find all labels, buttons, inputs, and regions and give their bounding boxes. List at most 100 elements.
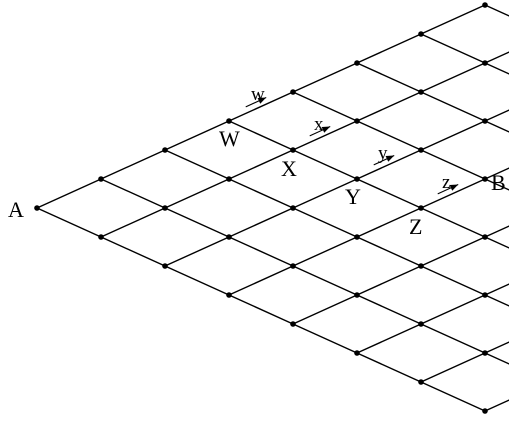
lattice-edge <box>292 91 358 122</box>
lattice-node <box>354 60 360 66</box>
lattice-node <box>226 234 232 240</box>
lattice-edge <box>228 120 294 151</box>
lattice-edge <box>420 91 486 122</box>
lattice-edge <box>292 149 358 180</box>
lattice-edge <box>420 62 486 93</box>
lattice-edge <box>356 120 422 151</box>
lattice-node <box>354 234 360 240</box>
lattice-edge <box>292 62 358 93</box>
lattice-edge <box>356 33 422 64</box>
lattice-edge <box>484 225 509 238</box>
lattice-node <box>482 118 488 124</box>
lattice-edge <box>292 294 358 325</box>
lattice-node <box>34 205 40 211</box>
label-W: W <box>219 126 240 151</box>
lattice-edge <box>484 178 509 191</box>
lattice-node <box>162 147 168 153</box>
lattice-edge <box>292 178 358 209</box>
lattice-node <box>290 205 296 211</box>
lattice-nodes <box>34 2 488 414</box>
lattice-edge <box>420 323 486 354</box>
lattice-edge <box>228 294 294 325</box>
lattice-node <box>226 176 232 182</box>
lattice-edge <box>484 236 509 249</box>
lattice-edge <box>420 265 486 296</box>
lattice-edge <box>356 352 422 383</box>
lattice-edge <box>420 236 486 267</box>
lattice-edge <box>484 283 509 296</box>
lattice-edge <box>228 149 294 180</box>
lattice-edge <box>484 62 509 75</box>
lattice-edge <box>356 207 422 238</box>
lattice-edge <box>292 207 358 238</box>
lattice-edge <box>484 294 509 307</box>
lattice-edge <box>36 178 102 209</box>
lattice-edge <box>100 236 166 267</box>
lattice-edge <box>164 149 230 180</box>
lattice-node <box>418 31 424 37</box>
lattice-node <box>226 118 232 124</box>
lattice-edge <box>420 178 486 209</box>
lattice-edge <box>420 4 486 35</box>
lattice-edge <box>484 399 509 412</box>
lattice-edge <box>356 323 422 354</box>
lattice-edge <box>484 109 509 122</box>
lattice-node <box>226 292 232 298</box>
lattice-edge <box>420 207 486 238</box>
lattice-edge <box>356 294 422 325</box>
lattice-node <box>354 176 360 182</box>
direction-arrows <box>245 97 459 195</box>
lattice-edge <box>420 149 486 180</box>
lattice-node <box>418 147 424 153</box>
lattice-edge <box>420 33 486 64</box>
lattice-node <box>290 147 296 153</box>
lattice-edge <box>292 120 358 151</box>
lattice-edge <box>100 207 166 238</box>
label-x: x <box>314 114 324 135</box>
lattice-edge <box>100 149 166 180</box>
label-Y: Y <box>345 184 361 209</box>
lattice-node <box>482 350 488 356</box>
lattice-edge <box>484 341 509 354</box>
lattice-edge <box>484 120 509 133</box>
label-Z: Z <box>409 214 422 239</box>
lattice-node <box>482 60 488 66</box>
lattice-node <box>418 321 424 327</box>
lattice-edge <box>36 207 102 238</box>
lattice-edge <box>292 323 358 354</box>
label-A: A <box>8 197 24 222</box>
lattice-edge <box>420 381 486 412</box>
lattice-node <box>418 89 424 95</box>
lattice-edge <box>164 120 230 151</box>
lattice-edge <box>228 265 294 296</box>
lattice-node <box>162 263 168 269</box>
lattice-edge <box>484 352 509 365</box>
lattice-node <box>418 263 424 269</box>
label-y: y <box>378 143 388 164</box>
lattice-edge <box>292 236 358 267</box>
lattice-edge <box>228 178 294 209</box>
lattice-edge <box>420 294 486 325</box>
lattice-edge <box>420 120 486 151</box>
lattice-edge <box>484 4 509 17</box>
lattice-node <box>290 263 296 269</box>
lattice-node <box>482 234 488 240</box>
lattice-node <box>418 379 424 385</box>
lattice-node <box>98 234 104 240</box>
lattice-node <box>354 292 360 298</box>
label-B: B <box>491 170 506 195</box>
lattice-node <box>354 350 360 356</box>
lattice-node <box>290 321 296 327</box>
lattice-edge <box>292 265 358 296</box>
lattice-edge <box>164 265 230 296</box>
arrow-head <box>385 155 395 162</box>
lattice-node <box>418 205 424 211</box>
lattice-node <box>354 118 360 124</box>
lattice-edge <box>164 207 230 238</box>
lattice-node <box>162 205 168 211</box>
lattice-node <box>290 89 296 95</box>
lattice-node <box>98 176 104 182</box>
label-X: X <box>281 156 297 181</box>
lattice-edge <box>164 178 230 209</box>
lattice-edge <box>356 91 422 122</box>
